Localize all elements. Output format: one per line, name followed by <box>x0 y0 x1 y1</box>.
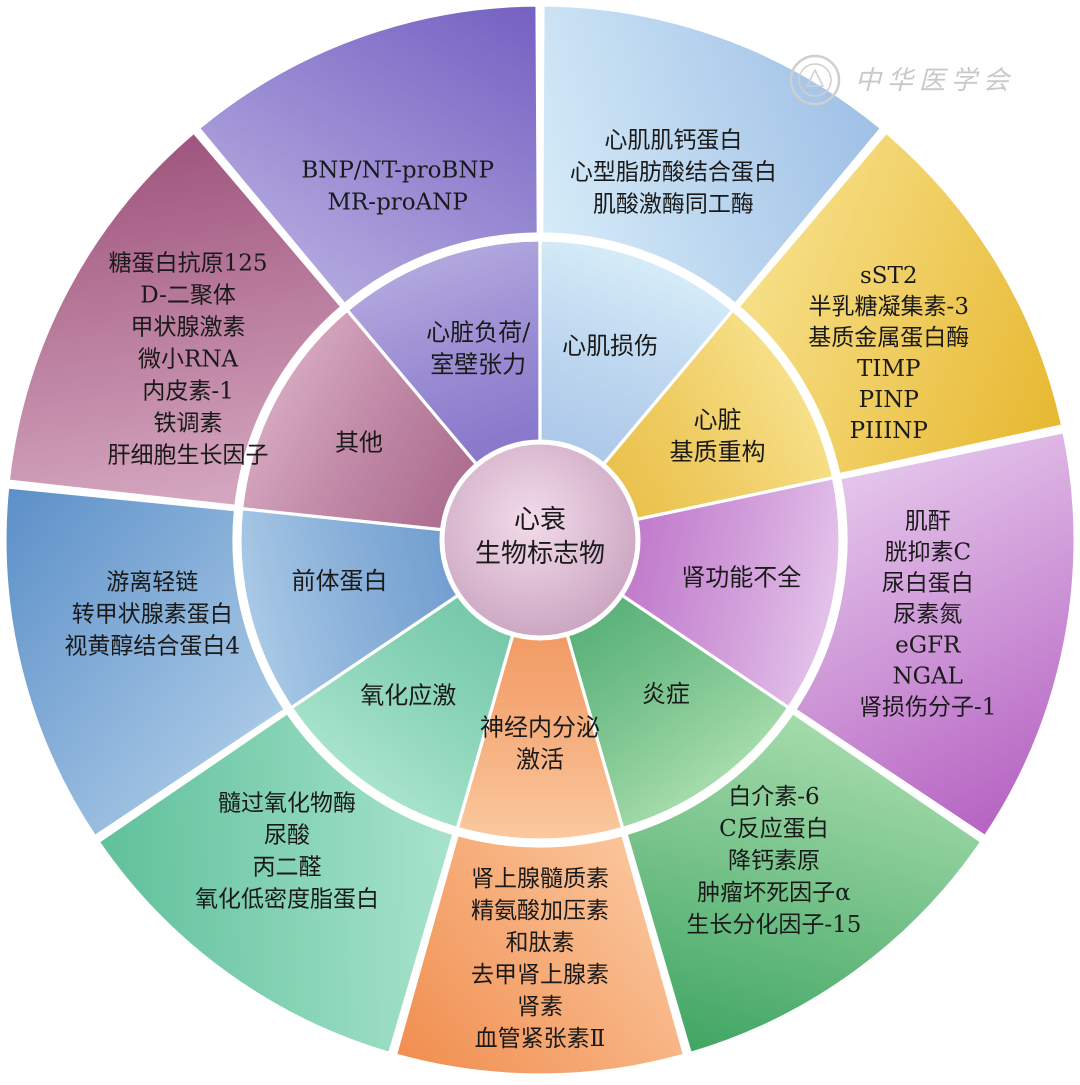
publisher-logo: 中华医学会 <box>789 54 1015 106</box>
biomarker-item: 白介素-6 <box>728 784 819 810</box>
logo-seal-icon <box>789 54 841 106</box>
biomarker-item: sST2 <box>860 263 918 289</box>
biomarker-item: 尿素氮 <box>893 601 962 627</box>
center-title: 心衰 <box>514 505 566 535</box>
biomarker-item: 铁调素 <box>154 411 223 437</box>
biomarker-list-remodel: sST2 半乳糖凝集素-3 基质金属蛋白酶 TIMP PINP PIIINP <box>808 263 969 444</box>
biomarker-item: 去甲肾上腺素 <box>471 962 609 988</box>
category-label: 室壁张力 <box>430 350 526 378</box>
biomarker-item: 肾素 <box>517 994 563 1020</box>
center-circle <box>439 439 641 641</box>
biomarker-item: 生长分化因子-15 <box>686 912 861 938</box>
category-label: 激活 <box>516 746 564 774</box>
biomarker-item: 降钙素原 <box>728 848 820 874</box>
biomarker-item: 髓过氧化物酶 <box>218 790 356 816</box>
logo-wordmark: 中华医学会 <box>855 66 1015 96</box>
biomarker-item: 内皮素-1 <box>142 379 233 405</box>
biomarker-item: 基质金属蛋白酶 <box>808 325 969 351</box>
category-label-renal: 肾功能不全 <box>681 564 801 592</box>
biomarker-item: 半乳糖凝集素-3 <box>809 294 969 320</box>
biomarker-item: 甲状腺激素 <box>131 315 246 341</box>
labels-layer: BNP/NT-proBNP MR-proANP 心脏负荷/室壁张力 心肌肌钙蛋白心型脂… <box>64 128 996 1052</box>
biomarker-item: 和肽素 <box>506 930 575 956</box>
category-label-oxid: 氧化应激 <box>360 682 456 710</box>
category-label: 神经内分泌 <box>480 714 600 742</box>
biomarker-item: 尿白蛋白 <box>882 570 974 596</box>
biomarker-item: 丙二醛 <box>253 854 322 880</box>
category-label: 其他 <box>335 428 383 456</box>
category-label: 心脏负荷/ <box>426 318 531 346</box>
category-label-injury: 心肌损伤 <box>562 332 658 360</box>
category-label: 肾功能不全 <box>681 564 801 592</box>
category-label: 氧化应激 <box>360 682 456 710</box>
biomarker-item: PINP <box>859 387 919 413</box>
biomarker-item: D-二聚体 <box>140 283 236 309</box>
biomarker-item: 尿酸 <box>264 822 310 848</box>
ring-separator <box>234 234 846 846</box>
category-label-precursor: 前体蛋白 <box>291 567 387 595</box>
biomarker-item: 心型脂肪酸结合蛋白 <box>570 160 777 186</box>
biomarker-item: BNP/NT-proBNP <box>301 158 494 184</box>
category-label: 心脏 <box>694 406 742 434</box>
category-label: 心肌损伤 <box>562 332 658 360</box>
biomarker-item: 胱抑素C <box>884 539 971 565</box>
biomarker-item: 肌酸激酶同工酶 <box>593 192 754 218</box>
biomarker-item: 微小RNA <box>138 347 238 373</box>
biomarker-item: MR-proANP <box>327 190 467 216</box>
biomarker-item: 血管紧张素Ⅱ <box>475 1026 606 1052</box>
biomarker-item: TIMP <box>857 356 920 382</box>
biomarker-item: 糖蛋白抗原125 <box>109 251 268 277</box>
category-label-other: 其他 <box>335 428 383 456</box>
logo-seal-inner <box>798 63 832 97</box>
biomarker-item: 肌酐 <box>905 508 951 534</box>
center-title: 生物标志物 <box>475 539 605 569</box>
logo-seal-mark <box>805 68 825 87</box>
biomarker-item: 肝细胞生长因子 <box>108 443 269 469</box>
category-label-load: 心脏负荷/室壁张力 <box>426 318 531 378</box>
biomarker-item: 精氨酸加压素 <box>471 898 609 924</box>
biomarker-item: PIIINP <box>850 418 928 444</box>
biomarker-item: 肿瘤坏死因子α <box>697 880 851 906</box>
biomarker-item: 视黄醇结合蛋白4 <box>64 633 240 659</box>
biomarker-item: 肾损伤分子-1 <box>859 694 996 720</box>
inner-ring <box>234 234 846 846</box>
category-label-inflam: 炎症 <box>642 680 690 708</box>
biomarker-item: 转甲状腺素蛋白 <box>72 601 233 627</box>
biomarker-item: 肾上腺髓质素 <box>471 866 609 892</box>
biomarker-list-load: BNP/NT-proBNP MR-proANP <box>301 158 494 216</box>
biomarker-item: NGAL <box>893 663 963 689</box>
biomarker-item: 氧化低密度脂蛋白 <box>195 886 379 912</box>
biomarker-item: 心肌肌钙蛋白 <box>604 128 742 154</box>
category-label: 炎症 <box>642 680 690 708</box>
biomarker-item: 游离轻链 <box>106 569 198 595</box>
biomarker-item: C反应蛋白 <box>719 816 829 842</box>
category-label: 基质重构 <box>670 438 766 466</box>
category-label: 前体蛋白 <box>291 567 387 595</box>
biomarker-item: eGFR <box>895 632 961 658</box>
